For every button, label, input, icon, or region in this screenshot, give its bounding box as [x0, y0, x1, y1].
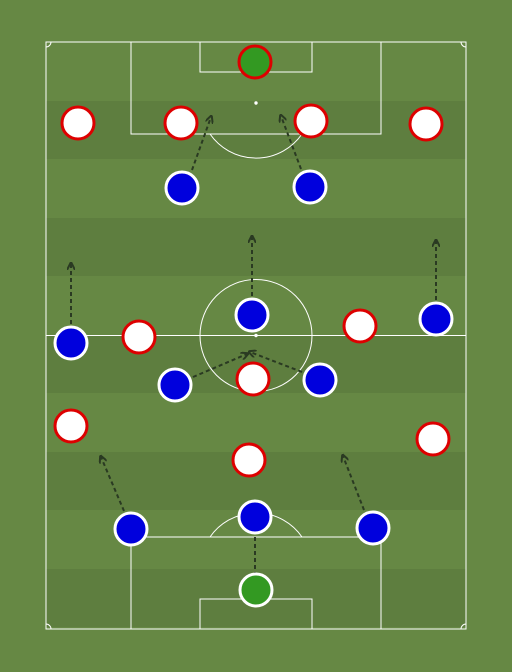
top-penalty-arc [209, 133, 303, 159]
corner-arc-top-right [460, 41, 467, 48]
corner-arc-top-left [45, 41, 52, 48]
corner-arc-bottom-right [460, 623, 467, 630]
player-marker-blue [237, 499, 273, 535]
movement-arrow [343, 456, 365, 511]
player-marker-blue [157, 367, 193, 403]
player-marker-blue [164, 170, 200, 206]
movement-arrow [281, 116, 302, 170]
player-marker-blue [355, 510, 391, 546]
stripe [46, 101, 466, 159]
stripe [46, 218, 466, 276]
player-marker-white [163, 105, 199, 141]
centre-spot [254, 333, 258, 338]
player-marker-white [293, 103, 329, 139]
player-marker-white [231, 442, 267, 478]
movement-arrow [191, 117, 211, 171]
player-marker-white [53, 408, 89, 444]
player-marker-blue [53, 325, 89, 361]
top-penalty-spot [254, 101, 258, 105]
corner-arc-bottom-left [45, 623, 52, 630]
player-marker-white [342, 308, 378, 344]
player-marker-white [121, 319, 157, 355]
player-marker-green-keeper-bottom [238, 572, 274, 608]
pitch-lines [45, 41, 467, 630]
player-marker-blue [418, 301, 454, 337]
player-marker-blue [234, 297, 270, 333]
players [53, 44, 454, 608]
player-marker-white [415, 421, 451, 457]
player-marker-blue [113, 511, 149, 547]
movement-arrows [71, 116, 436, 596]
movement-arrow [250, 352, 303, 373]
player-marker-white [235, 361, 271, 397]
movement-arrow [101, 457, 125, 512]
player-marker-blue [292, 169, 328, 205]
movement-arrow [192, 354, 247, 378]
player-marker-green-keeper-top [237, 44, 273, 80]
player-marker-white [408, 106, 444, 142]
player-marker-blue [302, 362, 338, 398]
player-marker-white [60, 105, 96, 141]
